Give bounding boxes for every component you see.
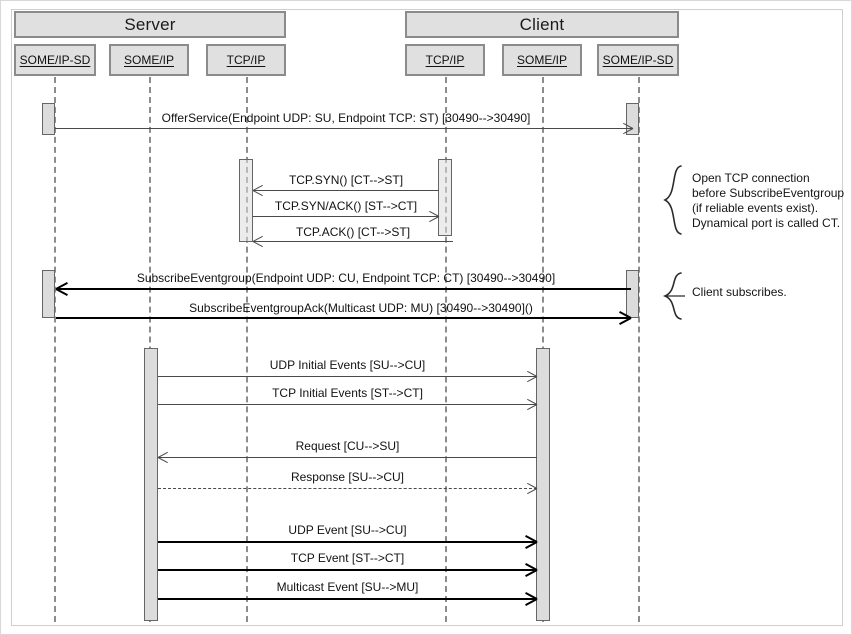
activation-client-sd-subscribe: [626, 270, 639, 318]
note-client-subscribes: Client subscribes.: [692, 285, 787, 299]
activation-client-sd-offer: [626, 103, 639, 135]
brace-shape: [662, 272, 685, 320]
message-line: [158, 569, 537, 571]
group-header-server: Server: [14, 11, 286, 38]
message-line: [158, 404, 537, 405]
message-line: [158, 376, 537, 377]
lane-header-server-someip[interactable]: SOME/IP: [109, 44, 189, 76]
message-label-tcp-event: TCP Event [ST-->CT]: [290, 551, 405, 565]
message-line: [56, 317, 631, 319]
group-header-client: Client: [405, 11, 679, 38]
lane-label: TCP/IP: [425, 53, 465, 67]
lane-header-client-tcpip[interactable]: TCP/IP: [405, 44, 485, 76]
message-label-tcp-ack: TCP.ACK() [CT-->ST]: [295, 225, 411, 239]
note-tcp-connection: Open TCP connection before SubscribeEven…: [692, 171, 845, 230]
lifeline-server-tcpip: [246, 77, 248, 622]
message-label-subscribe-eventgroup-ack: SubscribeEventgroupAck(Multicast UDP: MU…: [189, 301, 533, 315]
message-label-tcp-syn-ack: TCP.SYN/ACK() [ST-->CT]: [274, 199, 418, 213]
message-line: [253, 190, 439, 191]
message-line: [158, 457, 537, 458]
activation-server-someip-events: [144, 348, 158, 621]
activation-server-tcp-handshake: [239, 159, 253, 242]
activation-client-someip-events: [536, 348, 550, 621]
lifeline-client-someip-sd: [638, 77, 640, 622]
lifeline-client-tcpip: [445, 77, 447, 622]
group-header-server-label: Server: [124, 14, 176, 34]
activation-server-sd-subscribe: [42, 270, 55, 318]
lane-label: SOME/IP-SD: [19, 53, 91, 67]
message-label-offer-service: OfferService(Endpoint UDP: SU, Endpoint …: [161, 111, 531, 125]
message-label-tcp-initial-events: TCP Initial Events [ST-->CT]: [272, 386, 423, 400]
message-line: [253, 241, 453, 242]
lane-header-client-someip[interactable]: SOME/IP: [502, 44, 582, 76]
message-line: [158, 488, 537, 489]
message-line: [158, 598, 537, 600]
message-label-multicast-event: Multicast Event [SU-->MU]: [276, 580, 419, 594]
message-label-request: Request [CU-->SU]: [295, 439, 400, 453]
message-label-subscribe-eventgroup: SubscribeEventgroup(Endpoint UDP: CU, En…: [136, 271, 556, 285]
activation-server-sd-offer: [42, 103, 55, 135]
message-line: [253, 216, 439, 217]
message-line: [158, 541, 537, 543]
lane-header-server-tcpip[interactable]: TCP/IP: [206, 44, 286, 76]
lane-label: SOME/IP: [123, 53, 174, 67]
lane-label: SOME/IP: [516, 53, 567, 67]
brace-subscribe-note: [661, 271, 687, 326]
message-line: [55, 128, 633, 129]
lane-label: TCP/IP: [226, 53, 266, 67]
lane-header-client-someip-sd[interactable]: SOME/IP-SD: [597, 44, 679, 76]
lane-header-server-someip-sd[interactable]: SOME/IP-SD: [14, 44, 96, 76]
group-header-client-label: Client: [519, 14, 565, 34]
message-label-udp-event: UDP Event [SU-->CU]: [288, 523, 407, 537]
activation-client-tcp-handshake: [438, 159, 452, 236]
message-line: [56, 288, 631, 290]
lane-label: SOME/IP-SD: [602, 53, 674, 67]
message-label-udp-initial-events: UDP Initial Events [SU-->CU]: [269, 358, 426, 372]
lifeline-server-someip-sd: [54, 77, 56, 622]
message-label-response: Response [SU-->CU]: [290, 470, 405, 484]
brace-tcp-note: [661, 164, 687, 241]
brace-shape: [663, 165, 682, 235]
message-label-tcp-syn: TCP.SYN() [CT-->ST]: [288, 173, 404, 187]
